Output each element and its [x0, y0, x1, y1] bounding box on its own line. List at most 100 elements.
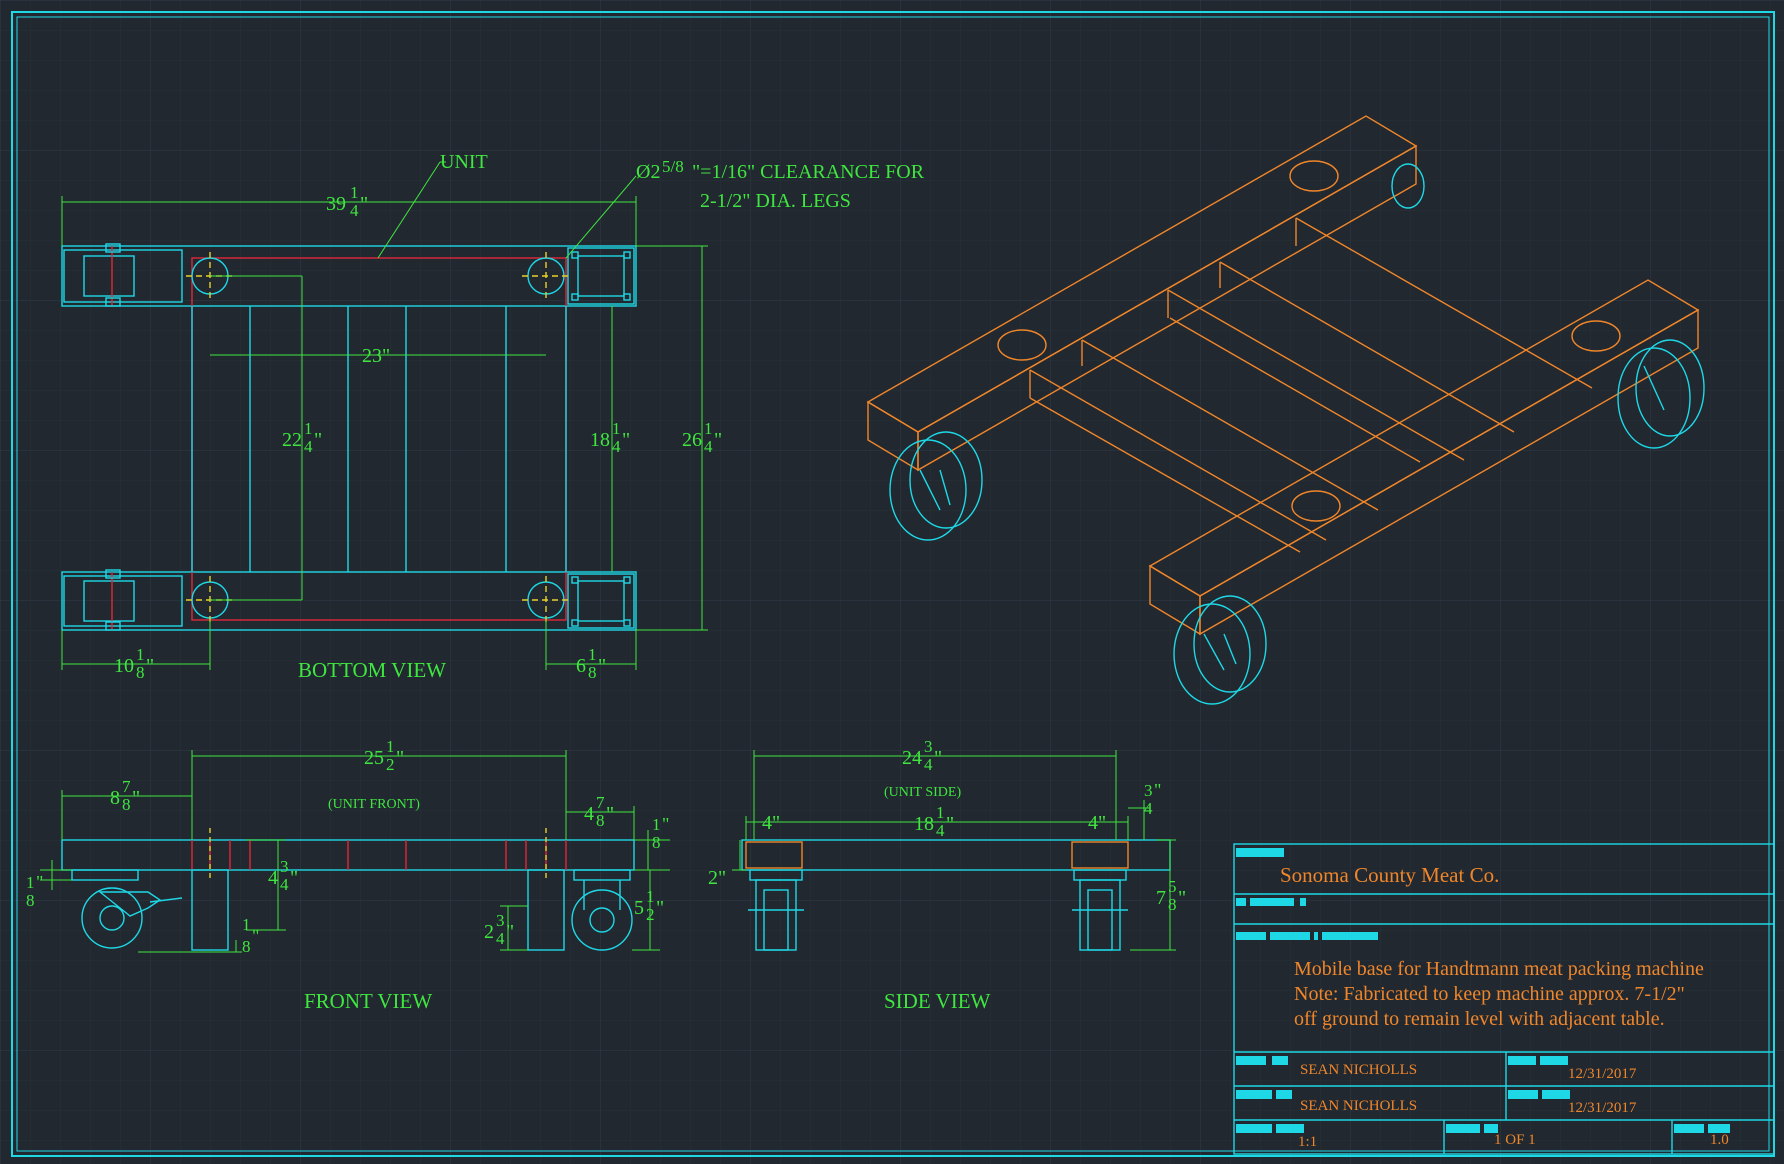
svg-text:": " — [132, 787, 140, 809]
front-caster-left — [71, 869, 183, 949]
svg-text:": " — [36, 872, 43, 892]
iso-caster-bottom-left — [1173, 595, 1267, 705]
side-caster-right — [1072, 869, 1128, 951]
svg-text:8: 8 — [136, 663, 145, 682]
dim-unit-depth: 24 3 4 " — [902, 737, 942, 774]
svg-text:": " — [606, 803, 614, 825]
svg-text:1: 1 — [242, 915, 251, 934]
dim-left-block: 4" — [762, 812, 780, 834]
svg-text:5: 5 — [1168, 877, 1177, 896]
svg-text:": " — [146, 655, 154, 677]
dim-center-span: 18 1 4 " — [914, 803, 954, 840]
dim-overall-depth: 26 1 4 " — [682, 419, 722, 456]
svg-text:8: 8 — [1168, 895, 1177, 914]
front-view — [40, 750, 670, 953]
svg-text:": " — [506, 921, 514, 943]
svg-text:1: 1 — [350, 183, 359, 202]
dim-caster-height: 5 1 2 " — [634, 887, 664, 924]
bottom-view-dimensions — [61, 161, 708, 670]
svg-text:2: 2 — [646, 905, 655, 924]
iso-front-rail — [1148, 279, 1700, 636]
iso-caster-front-right — [1617, 339, 1705, 449]
drawn-by: SEAN NICHOLLS — [1300, 1062, 1417, 1078]
svg-text:3: 3 — [496, 911, 505, 930]
svg-text:22: 22 — [282, 429, 302, 451]
svg-text:1: 1 — [704, 419, 713, 438]
svg-text:2: 2 — [484, 921, 494, 943]
svg-text:": " — [252, 926, 259, 946]
svg-text:2: 2 — [386, 755, 395, 774]
sheet-number: 1 OF 1 — [1494, 1132, 1536, 1148]
svg-text:4: 4 — [704, 437, 713, 456]
svg-text:4: 4 — [280, 875, 289, 894]
side-view — [732, 750, 1176, 951]
svg-text:6: 6 — [576, 655, 586, 677]
front-leg-right — [527, 869, 565, 951]
dim-right-block: 4" — [1088, 812, 1106, 834]
svg-text:4: 4 — [1144, 799, 1153, 818]
svg-text:": " — [662, 814, 669, 834]
svg-text:7: 7 — [596, 793, 605, 812]
svg-text:5: 5 — [634, 897, 644, 919]
svg-text:8: 8 — [122, 795, 131, 814]
svg-text:": " — [656, 897, 664, 919]
svg-text:10: 10 — [114, 655, 134, 677]
svg-text:": " — [934, 747, 942, 769]
svg-text:8: 8 — [652, 833, 661, 852]
clearance-note-prefix: Ø2 — [636, 161, 660, 183]
svg-text:3: 3 — [924, 737, 933, 756]
dim-top-clearance: 3 4 " — [1144, 780, 1161, 818]
svg-text:8: 8 — [110, 787, 120, 809]
svg-text:": " — [396, 747, 404, 769]
svg-text:39: 39 — [326, 193, 346, 215]
svg-text:8: 8 — [242, 937, 251, 956]
iso-back-rail — [866, 115, 1418, 472]
title-block — [1233, 843, 1775, 1155]
svg-text:4: 4 — [612, 437, 621, 456]
description-line-2: Note: Fabricated to keep machine approx.… — [1294, 983, 1685, 1005]
side-view-dimensions — [732, 750, 1176, 951]
iso-cross-members — [1029, 217, 1593, 553]
side-caster-left — [748, 869, 804, 951]
front-view-dimensions — [40, 750, 670, 953]
side-view-subtitle: (UNIT SIDE) — [884, 785, 961, 800]
title-block-label-bars — [1236, 848, 1730, 1133]
description-line-1: Mobile base for Handtmann meat packing m… — [1294, 958, 1704, 980]
dim-inner-depth: 22 1 4 " — [282, 419, 322, 456]
svg-text:": " — [290, 867, 298, 889]
checked-by: SEAN NICHOLLS — [1300, 1098, 1417, 1114]
svg-text:7: 7 — [122, 777, 131, 796]
svg-text:1: 1 — [652, 815, 661, 834]
svg-text:": " — [360, 193, 368, 215]
bottom-view — [61, 161, 708, 670]
iso-caster-front-left — [889, 431, 983, 541]
dim-rail-height: 2" — [708, 867, 726, 889]
svg-text:": " — [622, 429, 630, 451]
svg-text:7: 7 — [1156, 887, 1166, 909]
dim-overall-width: 39 1 4 " — [326, 183, 368, 220]
title-block-frame — [1233, 843, 1775, 1155]
scale: 1:1 — [1298, 1134, 1317, 1150]
dim-bottom-thickness: 1 8 " — [242, 915, 259, 956]
top-rail — [61, 245, 637, 307]
iso-caster-back-right — [1391, 163, 1425, 209]
dim-leg-height: 4 3 4 " — [268, 857, 298, 894]
svg-text:24: 24 — [902, 747, 922, 769]
drawn-date: 12/31/2017 — [1568, 1066, 1637, 1082]
front-caster-right — [571, 869, 633, 951]
dim-total-height: 7 5 8 " — [1156, 877, 1186, 914]
svg-text:26: 26 — [682, 429, 702, 451]
front-view-subtitle: (UNIT FRONT) — [328, 797, 420, 812]
svg-text:3: 3 — [280, 857, 289, 876]
svg-text:3: 3 — [1144, 781, 1153, 800]
isometric-view — [866, 115, 1705, 705]
checked-date: 12/31/2017 — [1568, 1100, 1637, 1116]
side-view-title: SIDE VIEW — [884, 989, 991, 1013]
svg-text:1: 1 — [136, 645, 145, 664]
dim-left-overhang: 8 7 8 " — [110, 777, 140, 814]
dim-left-offset: 10 1 8 " — [114, 645, 154, 682]
svg-text:4: 4 — [304, 437, 313, 456]
svg-text:1: 1 — [612, 419, 621, 438]
